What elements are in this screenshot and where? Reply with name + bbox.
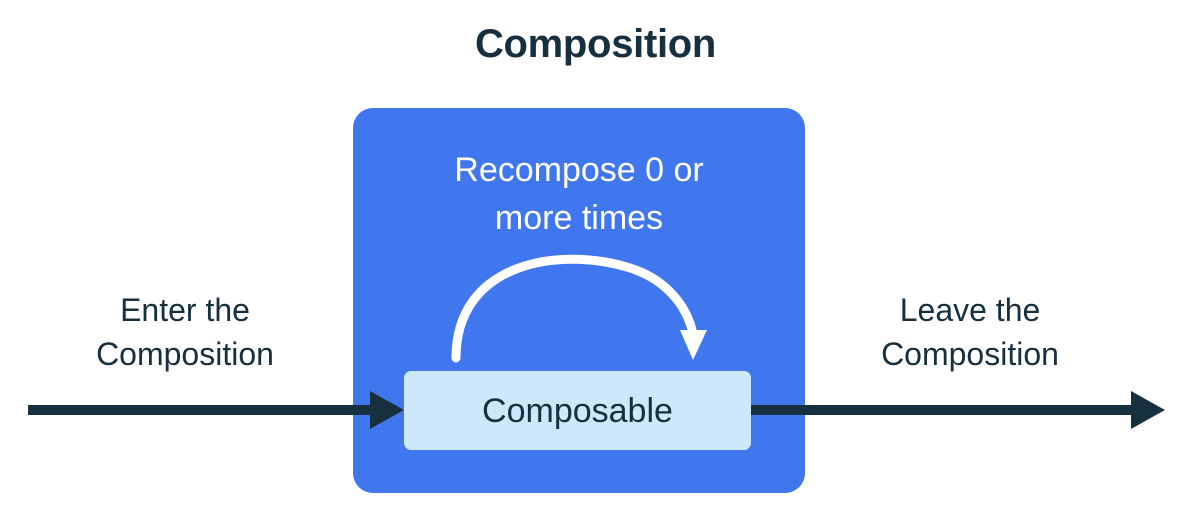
recompose-label-line2: more times (494, 199, 664, 237)
composable-box (404, 371, 751, 450)
enter-composition-label-line2: Composition (96, 336, 274, 372)
page-title: Composition (474, 22, 717, 66)
leave-composition-label-line1: Leave the (899, 292, 1041, 328)
enter-composition-label-line1: Enter the (120, 292, 250, 328)
recompose-label: Recompose 0 or more times (353, 146, 805, 242)
leave-composition-label-line2: Composition (881, 336, 1059, 372)
recompose-label-line1: Recompose 0 or (454, 151, 704, 189)
enter-composition-label: Enter the Composition (35, 288, 335, 376)
leave-composition-arrowhead-icon (1131, 391, 1165, 429)
composable-label: Composable (482, 391, 673, 430)
leave-composition-label: Leave the Composition (820, 288, 1120, 376)
